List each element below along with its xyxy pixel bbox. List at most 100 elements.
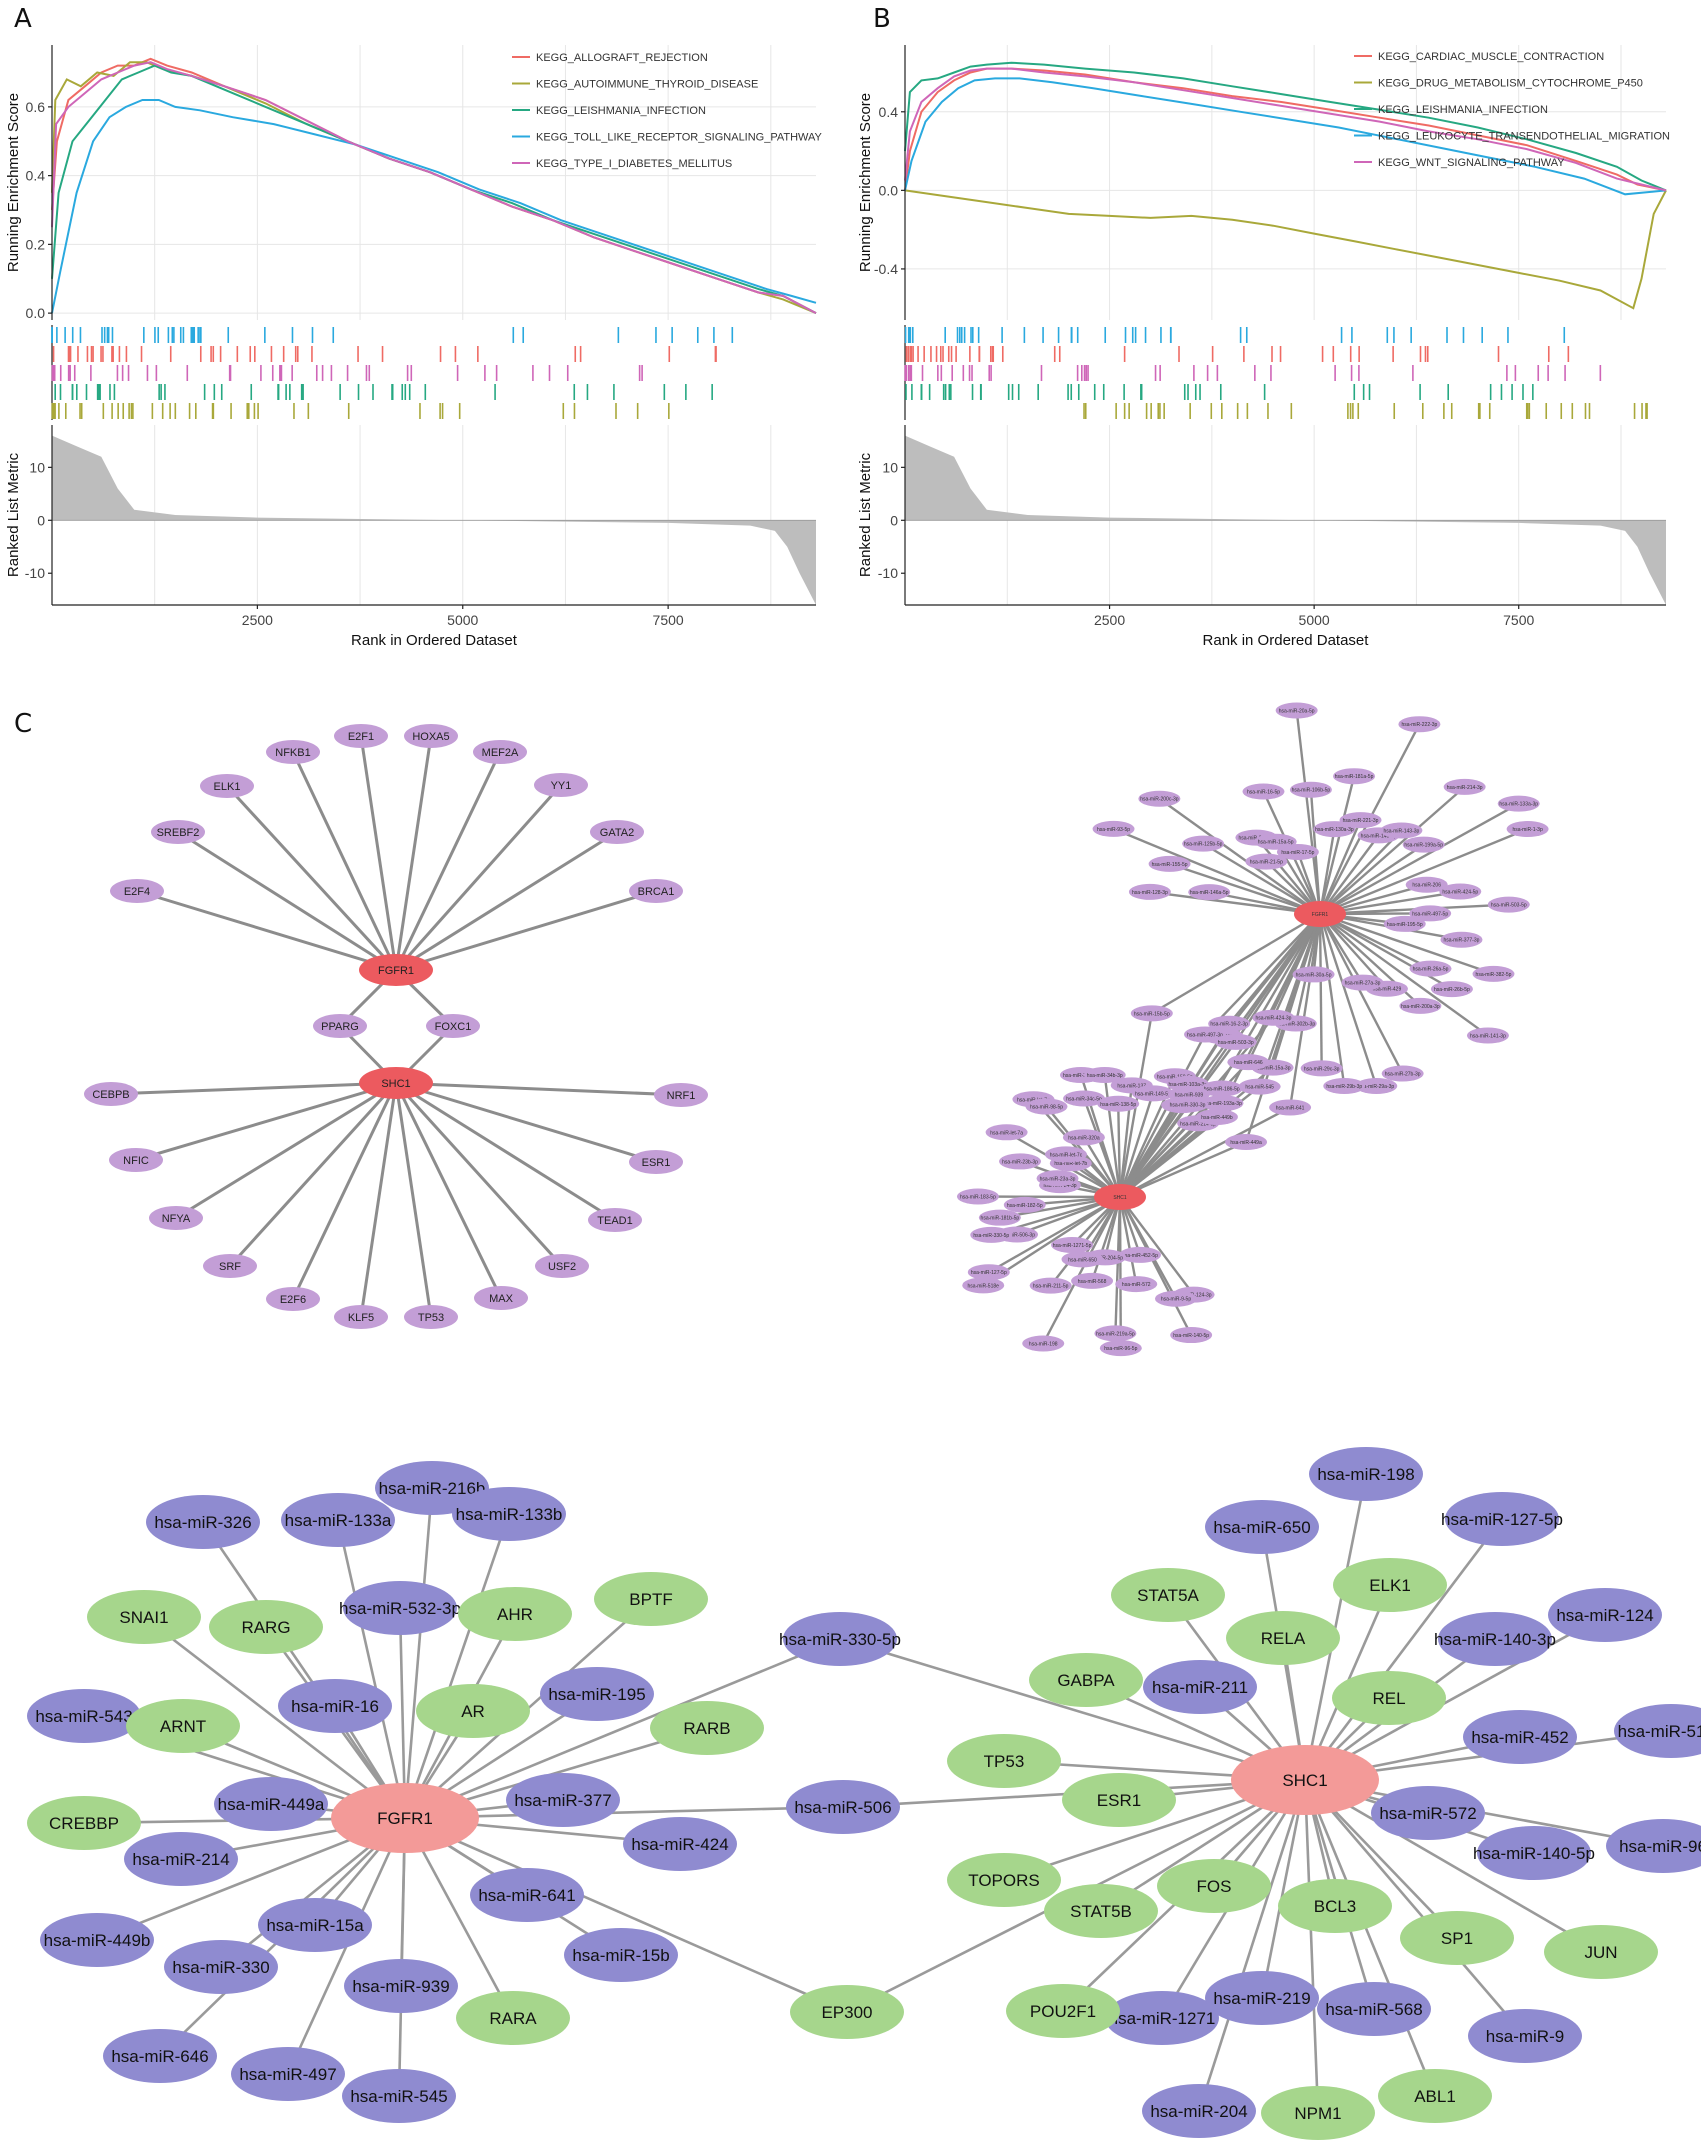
tf-node: REL bbox=[1332, 1671, 1446, 1725]
mirna-node-label: hsa-miR-198 bbox=[1029, 1341, 1058, 1347]
mirna-node-label: hsa-miR-195-5p bbox=[1387, 922, 1423, 928]
mirna-node-shared: hsa-miR-497-3p bbox=[1184, 1026, 1227, 1043]
mirna-node-shape bbox=[1292, 966, 1335, 983]
edge bbox=[1090, 1196, 1122, 1282]
mirna-node-shape bbox=[1443, 778, 1486, 795]
mirna-node: hsa-miR-138-5p bbox=[1097, 1095, 1140, 1112]
mirna-node: hsa-miR-15b bbox=[564, 1928, 678, 1982]
mirna-node-shape bbox=[1242, 783, 1285, 800]
tf-node-shape bbox=[650, 1701, 764, 1755]
edge bbox=[1303, 1473, 1368, 1781]
tf-node: NFIC bbox=[109, 1148, 163, 1172]
hub-node-shc1-shape bbox=[359, 1067, 433, 1099]
mirna-node: hsa-miR-140-5p bbox=[1473, 1826, 1595, 1880]
mirna-node-shape bbox=[1061, 1251, 1104, 1268]
mirna-node-shape bbox=[1188, 884, 1231, 901]
tf-node-shape bbox=[334, 1305, 388, 1329]
mirna-node-shape bbox=[1402, 836, 1445, 853]
mirna-node: hsa-miR-34b-3p bbox=[1083, 1067, 1126, 1083]
mirna-node-shape bbox=[1022, 1335, 1065, 1352]
edge bbox=[1118, 1196, 1193, 1336]
edge bbox=[394, 1081, 564, 1268]
mirna-node-label: hsa-miR-133a-3p bbox=[1499, 802, 1538, 808]
mirna-node: hsa-miR-199a-5p bbox=[1402, 836, 1445, 853]
mirna-node-label: hsa-miR-195 bbox=[548, 1685, 645, 1704]
mirna-node: hsa-miR-127-5p bbox=[1441, 1492, 1563, 1546]
tf-node-label: NRF1 bbox=[667, 1090, 696, 1102]
tf-node-label: ELK1 bbox=[214, 781, 241, 793]
mirna-node-shape bbox=[1148, 855, 1191, 872]
edge bbox=[395, 1081, 682, 1097]
hub-node-shc1-label: SHC1 bbox=[1282, 1771, 1327, 1790]
mirna-node-label: hsa-miR-186-5p bbox=[1204, 1087, 1240, 1093]
mirna-node-shared: hsa-miR-15b-5p bbox=[1130, 1005, 1173, 1022]
mirna-node: hsa-miR-34c-5p bbox=[1063, 1090, 1106, 1107]
series-line-1 bbox=[51, 57, 817, 314]
mirna-node-shared-label: hsa-miR-939 bbox=[1175, 1092, 1204, 1098]
edge bbox=[1119, 1103, 1189, 1198]
edge bbox=[1318, 913, 1346, 1087]
edge bbox=[225, 784, 398, 972]
edge bbox=[1118, 1196, 1138, 1285]
mirna-node-shared-shape bbox=[1208, 1015, 1251, 1032]
mirna-node-label: hsa-miR-568 bbox=[1078, 1279, 1107, 1285]
mirna-node-shape bbox=[1409, 905, 1452, 922]
mirna-node-shape bbox=[1399, 997, 1442, 1014]
mirna-node-label: hsa-miR-330 bbox=[172, 1958, 269, 1977]
y-tick-label: 0.4 bbox=[26, 168, 46, 184]
mirna-node-shared: hsa-miR-16-2-3p bbox=[1208, 1015, 1251, 1032]
mirna-node: hsa-miR-155-5p bbox=[1148, 855, 1191, 872]
mirna-node-shape bbox=[1099, 1340, 1142, 1357]
tf-node-label: TP53 bbox=[418, 1312, 444, 1324]
mirna-node-shape bbox=[1182, 835, 1225, 852]
tf-node-shape bbox=[534, 773, 588, 797]
edge bbox=[1288, 913, 1322, 1108]
mirna-node: hsa-miR-195-5p bbox=[1383, 915, 1426, 932]
mirna-node-shape bbox=[1205, 1971, 1319, 2025]
mirna-node-label: hsa-miR-506-3p bbox=[999, 1233, 1035, 1239]
edge bbox=[1103, 1074, 1122, 1198]
tf-node-label: ESR1 bbox=[1097, 1791, 1141, 1810]
tf-node-shape bbox=[1544, 1925, 1658, 1979]
tf-node: AR bbox=[416, 1684, 530, 1738]
tf-node-shape bbox=[200, 774, 254, 798]
edge bbox=[1119, 1106, 1291, 1199]
edge bbox=[394, 751, 502, 971]
tf-node-shape bbox=[535, 1254, 589, 1278]
tf-node-label: YY1 bbox=[551, 780, 572, 792]
mirna-node: hsa-miR-1271-5p bbox=[1051, 1236, 1094, 1253]
tf-node-label: NPM1 bbox=[1294, 2104, 1341, 2123]
edge bbox=[1319, 912, 1494, 976]
mirna-node-label: hsa-miR-16 bbox=[291, 1697, 379, 1716]
tf-node: ESR1 bbox=[1062, 1773, 1176, 1827]
tf-node: MEF2A bbox=[473, 740, 527, 764]
mirna-node-shape bbox=[1468, 2009, 1582, 2063]
edge bbox=[1319, 827, 1529, 916]
hub-node-shc1: SHC1 bbox=[359, 1067, 433, 1099]
mirna-node-shape bbox=[1333, 768, 1376, 785]
series-line-1 bbox=[904, 67, 1667, 192]
tf-node-shared-shape bbox=[426, 1014, 480, 1038]
tf-node-shape bbox=[1332, 1671, 1446, 1725]
tf-node-shared-shape bbox=[313, 1014, 367, 1038]
legend-label: KEGG_LEISHMANIA_INFECTION bbox=[536, 105, 706, 117]
mirna-node: hsa-miR-27b-3p bbox=[1381, 1065, 1424, 1082]
hub-node-shc1-shape bbox=[1231, 1745, 1379, 1815]
mirna-node-shape bbox=[1614, 1704, 1701, 1758]
mirna-node-shape bbox=[1339, 812, 1382, 829]
mirna-node-label: hsa-miR-1271 bbox=[1109, 2009, 1216, 2028]
mirna-node-label: hsa-miR-424 bbox=[631, 1835, 728, 1854]
mirna-node: hsa-miR-140-5p bbox=[1170, 1327, 1213, 1344]
y-axis-label: Running Enrichment Score bbox=[857, 93, 874, 272]
tf-node: HOXA5 bbox=[404, 724, 458, 748]
mirna-node-shared-label: hsa-miR-424-3p bbox=[1256, 1016, 1292, 1022]
mirna-node-shape bbox=[1115, 1276, 1158, 1293]
mirna-node: hsa-miR-20a-5p bbox=[1275, 702, 1318, 719]
mirna-node-shape bbox=[962, 1277, 1005, 1294]
tf-node-label: ESR1 bbox=[642, 1157, 671, 1169]
mirna-node-shared: hsa-miR-503-3p bbox=[1214, 1033, 1257, 1050]
mirna-node: hsa-miR-9-5p bbox=[1154, 1290, 1197, 1307]
tf-node-shape bbox=[594, 1572, 708, 1626]
mirna-node-label: hsa-miR-182-5p bbox=[1007, 1203, 1043, 1209]
tf-node-shape bbox=[1226, 1611, 1340, 1665]
